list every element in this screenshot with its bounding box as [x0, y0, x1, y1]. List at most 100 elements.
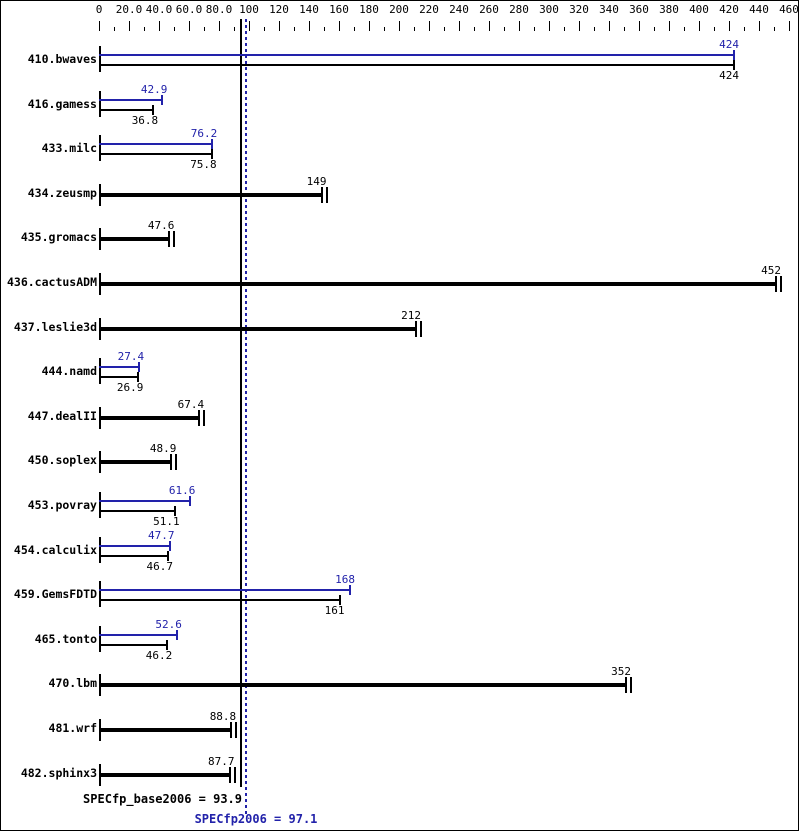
x-tick-minor [684, 27, 685, 31]
bar-end-cap-peak [420, 320, 422, 337]
bar-peak-end-cap [161, 94, 164, 105]
bar-value-merged: 149 [306, 174, 327, 188]
bar-base [99, 554, 170, 557]
bar-peak-end-cap [211, 139, 214, 150]
bar-end-cap-peak [203, 409, 206, 426]
bar-merged [99, 683, 627, 688]
x-tick-minor [594, 27, 595, 31]
x-tick-label: 300 [539, 3, 559, 16]
x-tick-minor [354, 27, 355, 31]
bar-peak-end-cap [138, 362, 141, 373]
benchmark-label: 453.povray [27, 498, 97, 512]
benchmark-label: 434.zeusmp [27, 185, 97, 200]
x-tick-minor [414, 27, 415, 31]
x-tick-label: 0 [95, 3, 103, 16]
bar-peak-value: 168 [335, 573, 355, 587]
benchmark-label: 433.milc [41, 141, 97, 156]
bar-peak-value: 27.4 [117, 350, 145, 364]
bar-peak [99, 633, 178, 636]
bar-end-cap [415, 320, 417, 337]
bar-base-end-cap [152, 104, 155, 115]
bar-value-merged: 47.6 [147, 219, 175, 233]
x-tick-major [369, 21, 370, 31]
bar-end-cap [775, 276, 777, 292]
base-summary-label: SPECfp_base2006 = 93.9 [83, 792, 242, 806]
x-tick-label: 320 [569, 3, 589, 16]
bar-base-value: 424 [719, 69, 739, 82]
bar-end-cap-peak [175, 454, 178, 471]
benchmark-label: 454.calculix [13, 542, 97, 557]
bar-peak [99, 54, 735, 56]
bar-end-cap [170, 454, 173, 471]
x-tick-minor [174, 27, 175, 31]
bar-base-end-cap [733, 60, 735, 70]
x-tick-label: 140 [299, 3, 319, 16]
x-tick-minor [114, 27, 115, 31]
bar-merged [99, 415, 201, 420]
x-tick-label: 220 [419, 3, 439, 16]
x-tick-major [399, 21, 400, 31]
benchmark-row: 482.sphinx3 87.7 [1, 753, 798, 798]
origin-tick [99, 46, 101, 72]
x-tick-major [339, 21, 340, 31]
bar-peak-value: 52.6 [155, 617, 182, 631]
x-tick-minor [624, 27, 625, 31]
benchmark-label: 450.soplex [27, 453, 97, 468]
bar-base-value: 75.8 [190, 158, 217, 172]
origin-tick [99, 581, 101, 608]
x-tick-label: 400 [689, 3, 709, 16]
x-tick-minor [324, 27, 325, 31]
bar-merged [99, 237, 171, 242]
benchmark-label: 444.namd [41, 364, 97, 379]
bar-peak [99, 544, 171, 547]
bar-value-merged: 48.9 [149, 442, 177, 456]
bar-value-merged: 452 [761, 264, 781, 277]
bar-end-cap [320, 186, 323, 203]
bar-base-end-cap [167, 550, 170, 561]
benchmark-label: 436.cactusADM [6, 275, 97, 289]
x-tick-label: 360 [629, 3, 649, 16]
bar-end-cap [198, 409, 201, 426]
x-tick-label: 80.0 [205, 3, 233, 16]
x-tick-major [729, 21, 730, 31]
bar-merged [99, 192, 323, 197]
bar-value-merged: 212 [401, 308, 421, 322]
origin-tick [99, 536, 101, 563]
benchmark-label: 459.GemsFDTD [13, 587, 97, 602]
x-tick-minor [654, 27, 655, 31]
x-tick-label: 420 [719, 3, 739, 16]
benchmark-label: 437.leslie3d [13, 319, 97, 334]
x-tick-label: 40.0 [145, 3, 173, 16]
bar-value-merged: 87.7 [208, 754, 235, 768]
bar-base-value: 46.7 [146, 559, 174, 573]
x-tick-minor [384, 27, 385, 31]
x-tick-minor [474, 27, 475, 31]
x-tick-major [279, 21, 280, 31]
bar-peak-end-cap [733, 50, 735, 60]
x-tick-label: 200 [389, 3, 409, 16]
x-tick-label: 340 [599, 3, 619, 16]
x-tick-label: 240 [449, 3, 469, 16]
bar-merged [99, 772, 231, 777]
x-tick-major [579, 21, 580, 31]
origin-tick [99, 358, 101, 385]
bar-end-cap-peak [630, 677, 632, 694]
benchmark-label: 447.dealII [27, 408, 97, 423]
bar-base-value: 51.1 [153, 515, 180, 528]
x-tick-minor [204, 27, 205, 31]
x-tick-major [429, 21, 430, 31]
bar-end-cap [230, 722, 233, 738]
bar-merged [99, 728, 233, 732]
bar-value-merged: 352 [611, 665, 631, 679]
x-tick-minor [504, 27, 505, 31]
reference-line-base [240, 19, 242, 787]
benchmark-label: 416.gamess [27, 96, 97, 111]
benchmark-label: 482.sphinx3 [20, 765, 97, 780]
x-tick-minor [564, 27, 565, 31]
x-tick-major [759, 21, 760, 31]
